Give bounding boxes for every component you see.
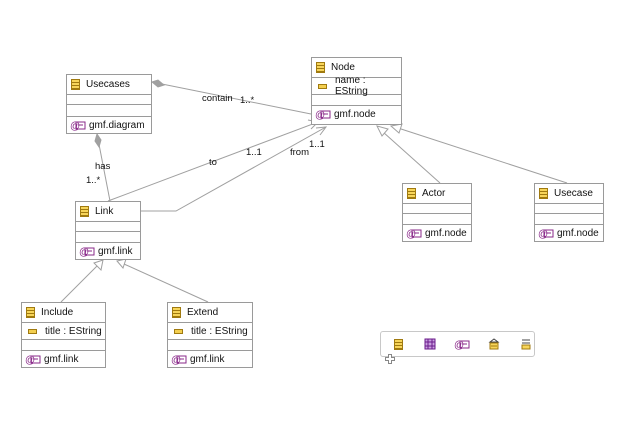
svg-text:@: @ [25, 355, 35, 365]
annotation-label: gmf.node [425, 227, 467, 239]
annotation-label: gmf.diagram [89, 119, 145, 131]
svg-text:@: @ [79, 247, 89, 257]
node-class[interactable]: Node name : EString @ gmf.node [311, 57, 402, 125]
svg-text:@: @ [538, 229, 548, 239]
attribute-icon [318, 83, 327, 89]
class-icon [71, 79, 80, 90]
class-name: Include [41, 307, 74, 318]
from-role-label: from [290, 147, 309, 158]
class-icon [80, 206, 89, 217]
contain-composition-diamond [150, 79, 166, 88]
class-name: Usecase [554, 188, 593, 199]
annotation-icon: @ [70, 120, 86, 131]
has-multiplicity-label: 1..* [86, 175, 101, 186]
from-edge[interactable] [141, 126, 327, 212]
class-name: Link [95, 206, 114, 217]
class-icon [172, 307, 181, 318]
enum-tool-icon[interactable] [518, 336, 534, 352]
svg-text:@: @ [70, 121, 80, 131]
usecase-class[interactable]: Usecase @ gmf.node [534, 183, 604, 242]
contain-role-label: contain [202, 93, 233, 104]
has-composition-diamond [94, 132, 102, 149]
annotation-icon: @ [79, 246, 95, 257]
extend-generalization-edge[interactable] [123, 263, 209, 303]
datatype-tool-icon[interactable] [422, 336, 438, 352]
annotation-tool-icon[interactable]: @ [454, 336, 470, 352]
actor-generalization-edge[interactable] [382, 131, 441, 184]
actor-class[interactable]: Actor @ gmf.node [402, 183, 472, 242]
annotation-icon: @ [25, 354, 41, 365]
usecases-class[interactable]: Usecases @ gmf.diagram [66, 74, 152, 134]
include-generalization-edge[interactable] [60, 264, 99, 303]
to-role-label: to [209, 157, 217, 168]
extend-generalization-triangle [116, 258, 127, 269]
from-multiplicity-label: 1..1 [309, 139, 325, 150]
annotation-icon: @ [406, 228, 422, 239]
annotation-label: gmf.link [44, 353, 79, 365]
class-icon [407, 188, 416, 199]
from-arrowhead [315, 126, 328, 136]
link-class[interactable]: Link @ gmf.link [75, 201, 141, 260]
class-tool-icon[interactable] [390, 336, 406, 352]
include-class[interactable]: Include title : EString @ gmf.link [21, 302, 106, 368]
extend-class[interactable]: Extend title : EString @ gmf.link [167, 302, 253, 368]
popup-palette: @ [380, 331, 535, 357]
class-name: Node [331, 62, 355, 73]
to-multiplicity-label: 1..1 [246, 147, 262, 158]
has-role-label: has [95, 161, 111, 172]
annotation-icon: @ [315, 109, 331, 120]
class-name: Actor [422, 188, 446, 199]
annotation-label: gmf.node [557, 227, 599, 239]
usecase-generalization-triangle [389, 123, 403, 134]
annotation-label: gmf.link [98, 245, 133, 257]
plus-cursor-icon [385, 354, 395, 364]
contain-multiplicity-label: 1..* [240, 95, 255, 106]
annotation-icon: @ [538, 228, 554, 239]
svg-text:@: @ [406, 229, 416, 239]
attribute-icon [174, 328, 183, 334]
class-name: Usecases [86, 79, 130, 90]
class-icon [539, 188, 548, 199]
include-generalization-triangle [93, 259, 104, 272]
to-edge[interactable] [107, 121, 319, 202]
usecase-generalization-edge[interactable] [397, 127, 568, 184]
class-name: Extend [187, 307, 219, 318]
class-icon [26, 307, 35, 318]
class-icon [316, 62, 325, 73]
annotation-label: gmf.node [334, 108, 376, 120]
svg-text:@: @ [315, 110, 325, 120]
attribute-icon [28, 328, 37, 334]
svg-text:@: @ [171, 355, 181, 365]
annotation-icon: @ [171, 354, 187, 365]
contain-edge[interactable] [151, 81, 312, 115]
attribute-label: name : EString [335, 75, 368, 97]
reference-tool-icon[interactable] [486, 336, 502, 352]
attribute-label: title : EString [45, 325, 102, 337]
svg-text:@: @ [454, 340, 464, 350]
attribute-label: title : EString [191, 325, 248, 337]
annotation-label: gmf.link [190, 353, 225, 365]
actor-generalization-triangle [376, 125, 389, 137]
